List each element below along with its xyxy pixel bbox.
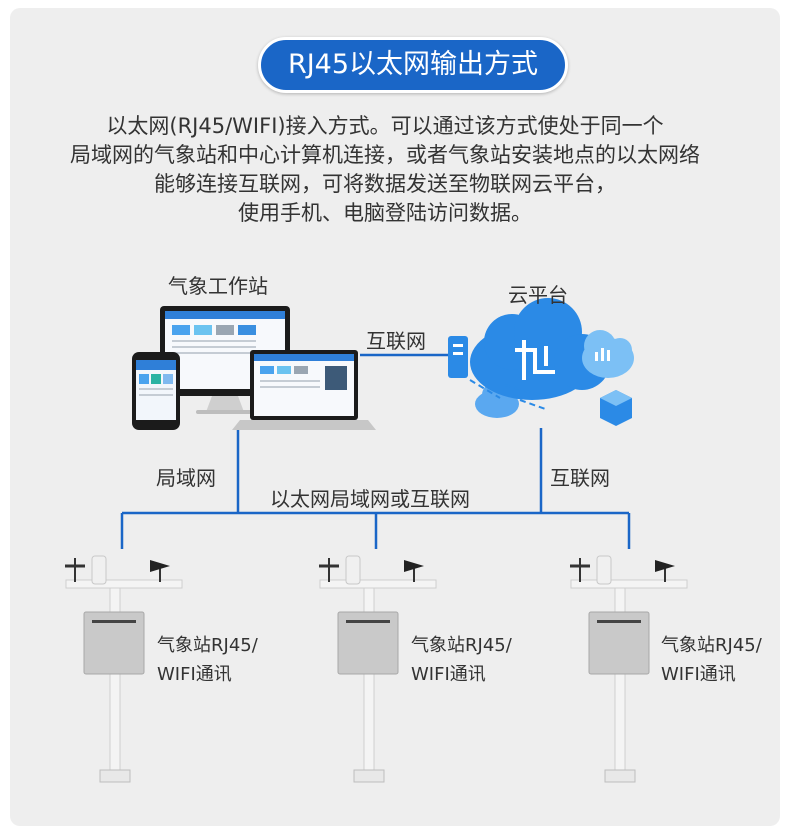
intro-text: 以太网(RJ45/WIFI)接入方式。可以通过该方式使处于同一个 局域网的气象站… <box>20 112 750 228</box>
internet-link-label: 互联网 <box>366 329 426 353</box>
page-title: RJ45以太网输出方式 <box>258 37 568 93</box>
intro-line: 局域网的气象站和中心计算机连接，或者气象站安装地点的以太网络 <box>70 143 700 167</box>
connection-lines <box>120 353 631 549</box>
laptop-icon <box>232 350 376 430</box>
station-label-line: WIFI通讯 <box>411 664 486 685</box>
sensor-station-icon <box>65 555 183 783</box>
cloud-label: 云平台 <box>508 283 568 307</box>
station-label-line: 气象站RJ45/ <box>661 635 762 656</box>
internet-link-label: 互联网 <box>550 466 610 490</box>
station-label-line: WIFI通讯 <box>661 664 736 685</box>
intro-line: 使用手机、电脑登陆访问数据。 <box>238 201 532 225</box>
station-label-line: WIFI通讯 <box>157 664 232 685</box>
lan-label: 局域网 <box>156 466 216 490</box>
cloud-icon <box>448 298 634 426</box>
bus-label: 以太网局域网或互联网 <box>270 487 470 511</box>
sensor-station-icon <box>570 555 688 783</box>
station-label-line: 气象站RJ45/ <box>157 635 258 656</box>
station-label-line: 气象站RJ45/ <box>411 635 512 656</box>
station-label: 气象站RJ45/ WIFI通讯 <box>157 631 258 689</box>
intro-line: 以太网(RJ45/WIFI)接入方式。可以通过该方式使处于同一个 <box>106 114 664 138</box>
station-label: 气象站RJ45/ WIFI通讯 <box>661 631 762 689</box>
station-label: 气象站RJ45/ WIFI通讯 <box>411 631 512 689</box>
sensor-station-icon <box>319 555 437 783</box>
phone-icon <box>132 352 180 430</box>
workstation-label: 气象工作站 <box>168 274 268 298</box>
intro-line: 能够连接互联网，可将数据发送至物联网云平台， <box>154 172 616 196</box>
